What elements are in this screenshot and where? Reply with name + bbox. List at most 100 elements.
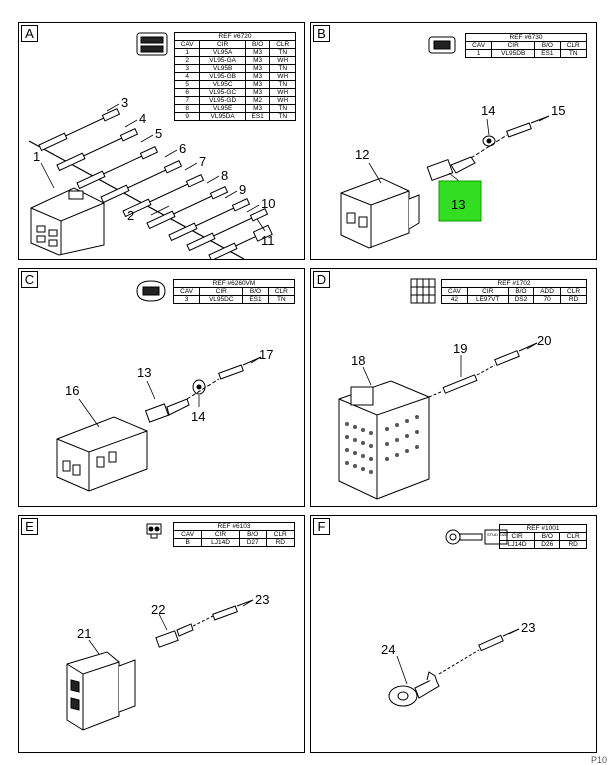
panel-e-label: E — [21, 518, 38, 535]
col-header: CLR — [559, 41, 588, 50]
col-header: CIR — [201, 530, 240, 539]
col-header: CLR — [559, 532, 587, 541]
col-header: CIR — [199, 287, 244, 296]
connector-b-icon — [428, 36, 456, 54]
callout-10: 10 — [261, 196, 275, 211]
callout-23: 23 — [255, 592, 269, 607]
callout-12: 12 — [355, 147, 369, 162]
col-header: CLR — [265, 530, 296, 539]
callout-16: 16 — [65, 383, 79, 398]
col-header: B/O — [534, 532, 561, 541]
col-header: CAV — [173, 40, 201, 49]
connector-d-icon — [410, 278, 436, 304]
callout-17: 17 — [259, 347, 273, 362]
connector-21 — [66, 651, 136, 731]
panel-a: A — [18, 22, 305, 260]
ref-number: REF #6730 — [465, 33, 587, 42]
callout-19: 19 — [453, 341, 467, 356]
terminal-19 — [442, 374, 478, 394]
page-number: P10 — [590, 755, 607, 765]
panel-f-label: F — [313, 518, 330, 535]
wire-17 — [218, 356, 262, 380]
highlight-box-13 — [438, 180, 482, 222]
callout-1: 1 — [33, 149, 40, 164]
callout-13-highlighted: 13 — [451, 197, 465, 212]
panel-c-label: C — [21, 271, 38, 288]
terminal-22 — [155, 623, 194, 648]
callout-21: 21 — [77, 626, 91, 641]
terminal-13 — [144, 398, 190, 423]
callout-3: 3 — [121, 95, 128, 110]
panel-c-illustration: 16 13 14 17 — [56, 280, 273, 492]
ref-number: REF #6260VM — [173, 279, 295, 288]
col-header: B/O — [238, 530, 267, 539]
callout-5: 5 — [155, 126, 162, 141]
col-header: CAV — [172, 530, 203, 539]
panel-e: E 21 22 — [18, 515, 305, 753]
col-header: CAV — [441, 287, 468, 296]
connector-1 — [30, 187, 105, 256]
callout-2: 2 — [127, 208, 134, 223]
panel-a-label: A — [21, 25, 38, 42]
wire-15 — [506, 115, 550, 138]
connector-12 — [340, 177, 420, 249]
callout-13: 13 — [137, 365, 151, 380]
callout-18: 18 — [351, 353, 365, 368]
terminal-13 — [426, 156, 476, 181]
callout-11: 11 — [261, 233, 275, 248]
seal-14 — [192, 379, 206, 395]
callout-14: 14 — [191, 409, 205, 424]
panel-b-illustration: 12 13 14 15 — [340, 36, 565, 249]
callout-15: 15 — [551, 103, 565, 118]
ref-number: REF #1702 — [441, 279, 587, 288]
callout-7: 7 — [199, 154, 206, 169]
col-header: CLR — [269, 40, 296, 49]
col-header: CLR — [267, 287, 296, 296]
col-header: CIR — [199, 40, 246, 49]
terminals-a — [38, 107, 273, 259]
connector-18-pins — [345, 415, 419, 474]
ref-number: REF #1001 — [499, 524, 587, 533]
connector-e-icon — [146, 523, 162, 539]
col-header: CIR — [498, 532, 536, 541]
panel-f: F STUD SIZE 24 23 REF #1001 — [310, 515, 597, 753]
col-header: B/O — [244, 40, 271, 49]
col-header: B/O — [242, 287, 269, 296]
panel-d-illustration: 18 19 20 — [338, 278, 551, 500]
callout-22: 22 — [151, 602, 165, 617]
seal-14 — [482, 135, 496, 147]
panel-a-illustration: 1 2 3 4 5 6 7 8 9 10 11 — [28, 32, 275, 259]
callout-24: 24 — [381, 642, 395, 657]
callout-4: 4 — [139, 111, 146, 126]
ref-number: REF #6720 — [174, 32, 296, 41]
col-header: ADD — [533, 287, 562, 296]
callout-6: 6 — [179, 141, 186, 156]
panel-d-label: D — [313, 271, 330, 288]
col-header: CAV — [464, 41, 493, 50]
callout-14: 14 — [481, 103, 495, 118]
callout-23: 23 — [521, 620, 535, 635]
callout-9: 9 — [239, 182, 246, 197]
col-header: CLR — [560, 287, 587, 296]
connector-c-icon — [136, 280, 166, 302]
ref-number: REF #6103 — [173, 522, 295, 531]
stud-size-label: STUD SIZE — [487, 532, 508, 537]
panel-c: C — [18, 268, 305, 507]
